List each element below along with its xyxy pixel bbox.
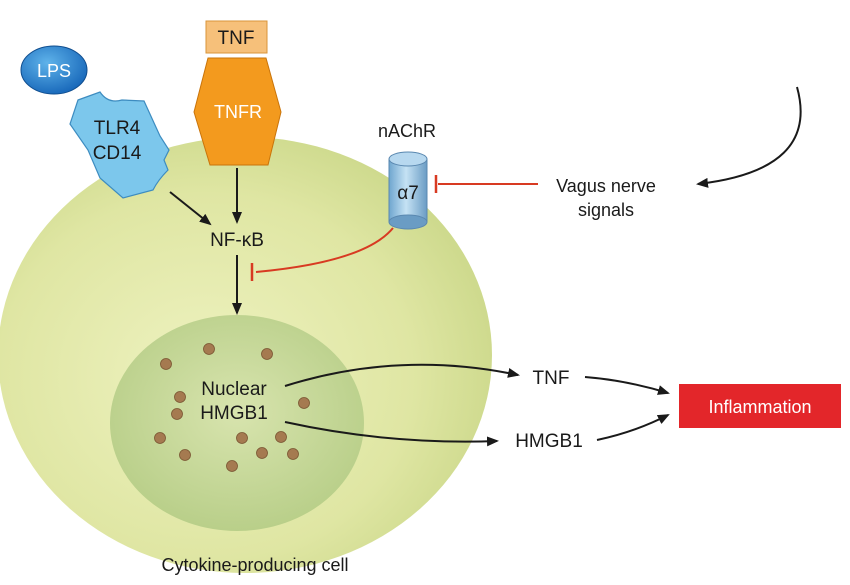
nuclear-hmgb1-label: HMGB1	[200, 403, 268, 424]
arrow-hmgb1-to-inflammation	[596, 414, 670, 441]
arrow-nucleus-to-tnf	[284, 363, 520, 387]
granule	[236, 432, 248, 444]
lps-label: LPS	[37, 61, 71, 81]
tlr4-label: TLR4	[94, 118, 141, 139]
granule	[275, 431, 287, 443]
nucleus	[110, 315, 364, 531]
granule	[261, 348, 273, 360]
arrow-tnf-to-inflammation	[584, 376, 670, 395]
inflammation-box	[679, 384, 841, 428]
arrow-nucleus-to-hmgb1	[284, 421, 499, 447]
alpha7-nachr-channel	[388, 151, 428, 230]
lps-molecule	[20, 45, 88, 95]
tlr4-cd14-receptor	[69, 91, 170, 199]
hmgb1-granules	[154, 343, 310, 472]
tnf-ligand	[205, 20, 268, 54]
nuclear-label: Nuclear	[201, 379, 267, 400]
inflammation-label: Inflammation	[708, 397, 811, 417]
vagus-signal-arrow	[696, 86, 802, 188]
granule	[174, 391, 186, 403]
tnf-ligand-label: TNF	[218, 28, 255, 49]
tnfr-receptor	[193, 57, 282, 166]
nachr-label: nAChR	[378, 121, 436, 141]
tnfr-label: TNFR	[214, 102, 262, 122]
nfkb-label: NF-κB	[210, 230, 264, 251]
granule	[287, 448, 299, 460]
arrow-tlr4-to-nfkb	[169, 191, 212, 226]
cell-caption: Cytokine-producing cell	[161, 555, 348, 575]
alpha7-label: α7	[397, 183, 419, 204]
vagus-label-line2: signals	[578, 200, 634, 220]
granule	[226, 460, 238, 472]
granule	[160, 358, 172, 370]
granule	[171, 408, 183, 420]
granule	[203, 343, 215, 355]
granule	[179, 449, 191, 461]
tnf-output-label: TNF	[533, 368, 570, 389]
vagus-label-line1: Vagus nerve	[556, 176, 656, 196]
inhibition-alpha7-to-nfkb	[255, 227, 394, 273]
granule	[298, 397, 310, 409]
granule	[154, 432, 166, 444]
hmgb1-output-label: HMGB1	[515, 431, 583, 452]
granule	[256, 447, 268, 459]
cd14-label: CD14	[93, 143, 142, 164]
